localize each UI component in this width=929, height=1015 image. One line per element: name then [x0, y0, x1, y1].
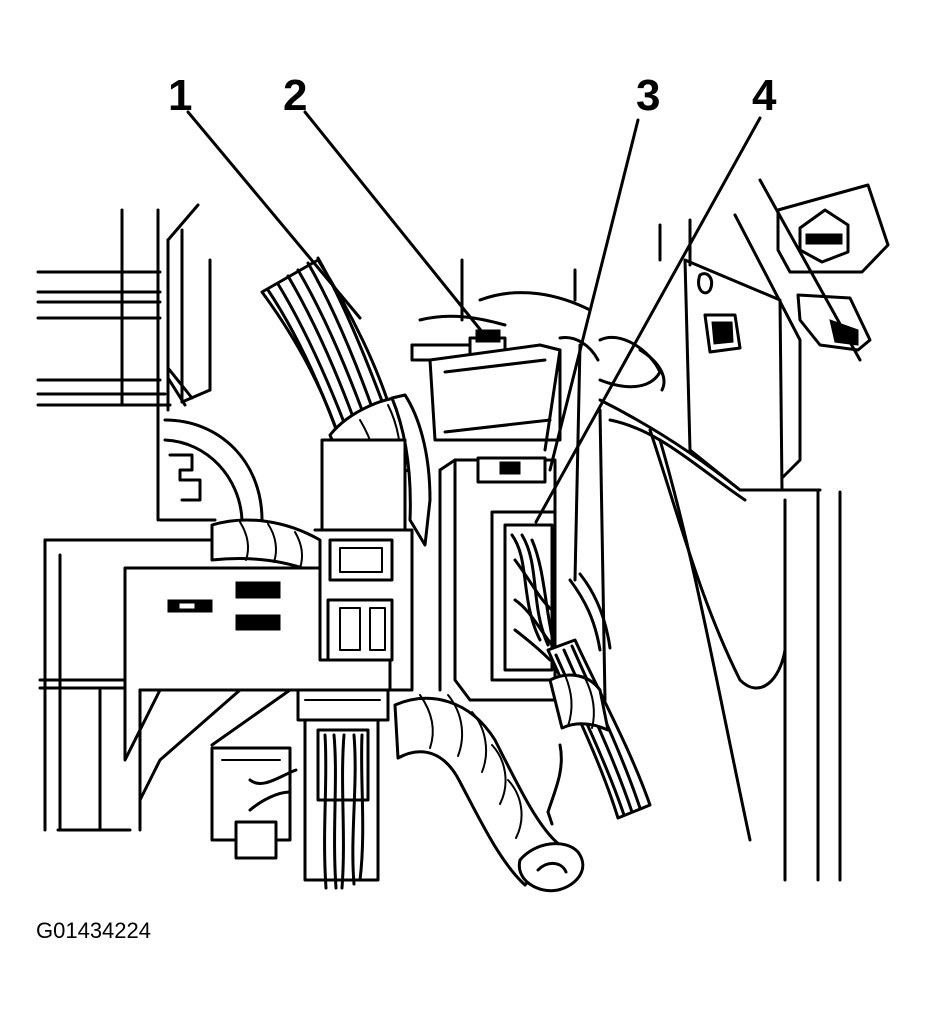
central-connector-block: [123, 438, 414, 832]
lower-connector: [296, 688, 390, 890]
left-panel-structure: [36, 203, 264, 832]
leader-line-3: [548, 118, 640, 472]
callout-4: 4: [752, 71, 777, 120]
lower-sleeved-harness: [393, 694, 585, 893]
callout-3: 3: [636, 71, 660, 120]
leader-line-2: [303, 110, 489, 340]
upper-middle-structure: [418, 218, 692, 702]
mounting-bracket-bolt: [410, 329, 562, 442]
right-bracket-structure: [598, 178, 890, 882]
callout-leaders: [186, 110, 762, 524]
callout-labels: 1 2 3 4: [168, 71, 777, 120]
module-output-harness: [546, 572, 652, 826]
leader-line-1: [186, 110, 362, 320]
leader-line-4: [534, 116, 762, 524]
callout-2: 2: [283, 71, 307, 120]
small-plug-connector: [210, 746, 298, 860]
callout-1: 1: [168, 71, 192, 120]
module-connector: [438, 456, 557, 702]
figure-id: G01434224: [36, 918, 151, 943]
